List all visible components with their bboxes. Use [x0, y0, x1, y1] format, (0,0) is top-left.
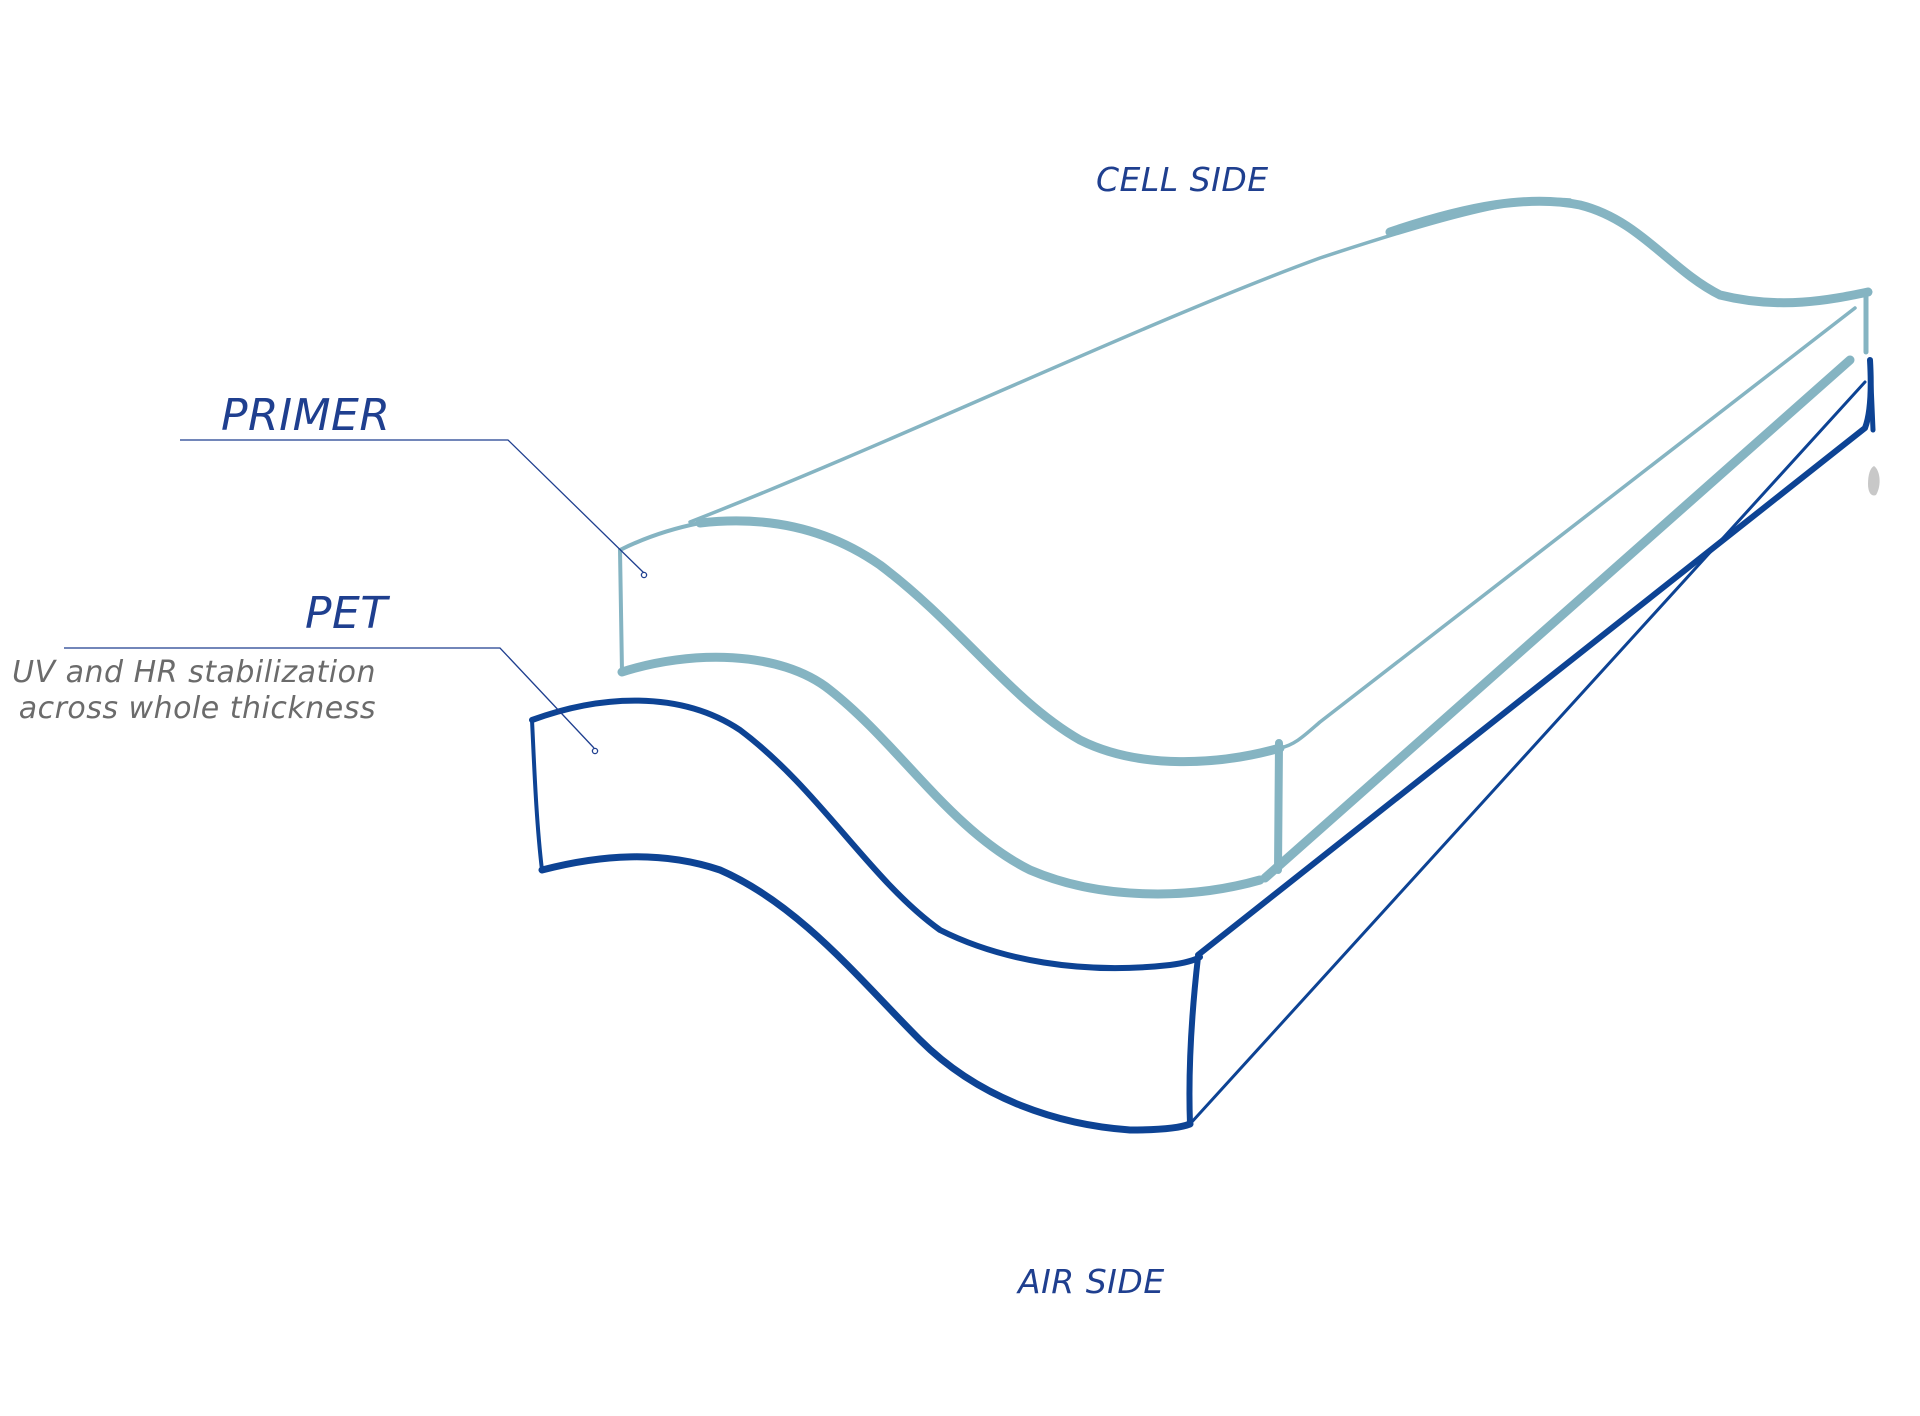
primer-bottom-side-edge: [1260, 355, 1855, 883]
pet-right-end-edge: [1186, 954, 1201, 1127]
pet-description-line2: across whole thickness: [18, 691, 376, 726]
pet-leader-dot: [591, 747, 599, 755]
primer-top-front-edge: [695, 516, 1285, 767]
primer-layer: [617, 196, 1873, 899]
primer-top-crest-edge: [1385, 196, 1873, 308]
leader-lines: [64, 439, 648, 755]
pet-back-edge: [1867, 357, 1876, 433]
pet-top-front-edge: [529, 697, 1203, 972]
primer-top-back-edge: [688, 197, 1572, 524]
primer-leader-line: [180, 439, 645, 574]
air-side-label: AIR SIDE: [1018, 1262, 1165, 1301]
pet-bottom-front-edge: [538, 853, 1194, 1134]
pet-top-side-edge: [1195, 357, 1874, 958]
pet-bottom-side-edge: [1188, 380, 1867, 1126]
pet-label: PET: [305, 588, 388, 639]
pet-layer: [529, 357, 1876, 1134]
pet-left-end-edge: [530, 718, 544, 872]
primer-top-right-edge: [1278, 306, 1857, 750]
primer-top-left-edge: [618, 521, 702, 552]
primer-right-end-edge: [1274, 739, 1283, 874]
cell-side-label: CELL SIDE: [1096, 160, 1269, 199]
primer-left-end-edge: [618, 548, 624, 674]
primer-bottom-front-edge: [617, 652, 1265, 899]
primer-leader-dot: [640, 571, 648, 579]
pet-description-line1: UV and HR stabilization: [12, 655, 376, 690]
pet-leader-line: [64, 647, 595, 749]
primer-label: PRIMER: [221, 390, 391, 441]
grey-mark: [1868, 466, 1880, 496]
